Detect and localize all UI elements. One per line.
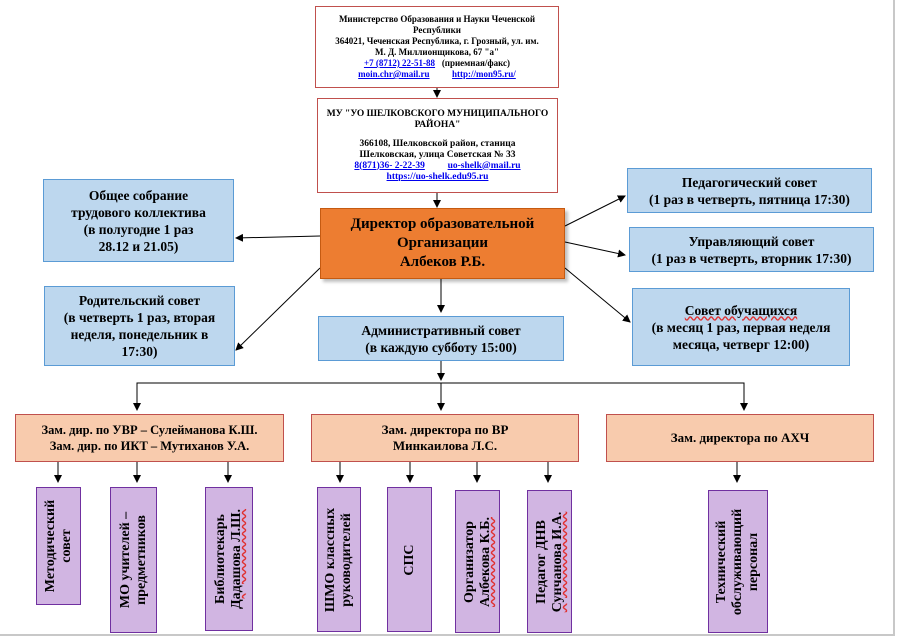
shmo-label: ШМО классных руководителей [323,507,354,612]
deputy-vr-box: Зам. директора по ВР Минкаилова Л.С. [311,414,579,462]
pedagogical-council-box: Педагогический совет (1 раз в четверть, … [627,168,872,213]
arrow-director-to-student [564,267,631,323]
student-council-box: Совет обучащихся (в месяц 1 раз, первая … [632,288,850,366]
arrow-director-to-general-meeting [235,233,321,242]
general-meeting-title-1: Общее собрание [88,187,189,203]
ministry-name: Министерство Образования и Науки Чеченск… [338,14,536,35]
student-council-schedule-2: месяца, четверг 12:00) [672,336,810,352]
sps-label: СПС [401,543,417,576]
mo-teachers-label: МО учителей – предметников [117,511,149,609]
general-meeting-schedule-1: (в полугодие 1 раз [83,221,194,237]
sps-box: СПС [387,487,432,632]
ministry-site-link[interactable]: http://mon95.ru/ [452,69,516,79]
ministry-address-1: 364021, Чеченская Республика, г. Грозный… [335,36,539,46]
admin-council-box: Административный совет (в каждую субботу… [318,316,564,361]
technical-staff-label: Технический обслуживающий персонал [714,508,761,615]
general-meeting-title-2: трудового коллектива [71,204,206,220]
student-council-schedule-1: (в месяц 1 раз, первая неделя [651,319,831,335]
student-council-title: Совет обучащихся [684,302,798,318]
shmo-box: ШМО классных руководителей [317,487,361,632]
arrow-director-to-parent-council [235,267,321,351]
organizer-box: Организатор Албекова К.Б. [455,490,500,633]
governing-council-title: Управляющий совет [688,233,815,249]
deputy-uvr-line: Зам. дир. по УВР – Сулейманова К.Ш. [41,423,258,437]
parent-council-schedule-3: 17:30) [121,344,158,359]
deputy-vr-title: Зам. директора по ВР [381,422,509,437]
ministry-box: Министерство Образования и Науки Чеченск… [315,6,559,88]
parent-council-schedule-2: неделя, понедельник в [70,327,209,342]
arrow-director-to-governing [564,241,626,258]
librarian-box: Библиотекарь Дадашова Л.Ш. [205,487,253,631]
mo-teachers-box: МО учителей – предметников [110,487,157,633]
ministry-email-link[interactable]: moin.chr@mail.ru [358,69,430,79]
deputy-vr-name: Минкаилова Л.С. [392,438,498,453]
uo-title: МУ "УО ШЕЛКОВСКОГО МУНИЦИПАЛЬНОГО РАЙОНА… [326,108,549,130]
general-meeting-schedule-2: 28.12 и 21.05) [98,238,179,254]
admin-council-title: Административный совет [361,322,521,338]
governing-council-schedule: (1 раз в четверть, вторник 17:30) [651,250,852,266]
general-meeting-box: Общее собрание трудового коллектива (в п… [43,179,234,262]
director-title-2: Организации [396,235,489,251]
methodical-council-box: Методический совет [36,487,81,605]
ministry-address-2: М. Д. Миллионщикова, 67 "а" [374,47,500,57]
ministry-phone-link[interactable]: +7 (8712) 22-51-88 [363,58,436,68]
admin-council-schedule: (в каждую субботу 15:00) [365,339,517,355]
uo-address-2: Шелковская, улица Советская № 33 [359,149,516,160]
uo-site-link[interactable]: https://uo-shelk.edu95.ru [386,171,489,182]
deputy-ahch-box: Зам. директора по АХЧ [606,414,874,462]
uo-email-link[interactable]: uo-shelk@mail.ru [447,160,521,171]
uo-address-1: 366108, Шелковской район, станица [359,138,516,149]
dnv-teacher-label: Педагог ДНВ Сунчанова И.А. [533,511,565,612]
deputy-ikt-line: Зам. дир. по ИКТ – Мутиханов У.А. [49,439,250,453]
director-box: Директор образовательной Организации Алб… [320,208,565,279]
deputy-uvr-box: Зам. дир. по УВР – Сулейманова К.Ш. Зам.… [15,414,284,462]
arrow-director-to-pedagogical [564,195,626,227]
organizer-label: Организатор Албекова К.Б. [461,516,493,607]
parent-council-title: Родительский совет [78,293,201,308]
uo-contacts-row: 8(871)36- 2-22-39 uo-shelk@mail.ru [354,161,520,172]
ministry-links-row: moin.chr@mail.ru http://mon95.ru/ [358,69,516,80]
director-name: Албеков Р.Б. [399,254,486,270]
ministry-phone-row: +7 (8712) 22-51-88 (приемная/факс) [364,58,510,69]
uo-phone-link[interactable]: 8(871)36- 2-22-39 [354,160,425,171]
librarian-label: Библиотекарь Дадашова Л.Ш. [213,508,244,610]
director-title-1: Директор образовательной [350,216,535,232]
governing-council-box: Управляющий совет (1 раз в четверть, вто… [629,227,874,272]
ministry-phone-note: (приемная/факс) [441,58,511,68]
dnv-teacher-box: Педагог ДНВ Сунчанова И.А. [527,490,572,633]
uo-box: МУ "УО ШЕЛКОВСКОГО МУНИЦИПАЛЬНОГО РАЙОНА… [317,98,558,193]
technical-staff-box: Технический обслуживающий персонал [708,490,768,633]
pedagogical-council-schedule: (1 раз в четверть, пятница 17:30) [649,191,850,207]
parent-council-schedule-1: (в четверть 1 раз, вторая [63,310,216,325]
parent-council-box: Родительский совет (в четверть 1 раз, вт… [44,286,235,366]
deputy-ahch-title: Зам. директора по АХЧ [670,430,810,445]
methodical-council-label: Методический совет [42,499,74,593]
pedagogical-council-title: Педагогический совет [681,174,818,190]
